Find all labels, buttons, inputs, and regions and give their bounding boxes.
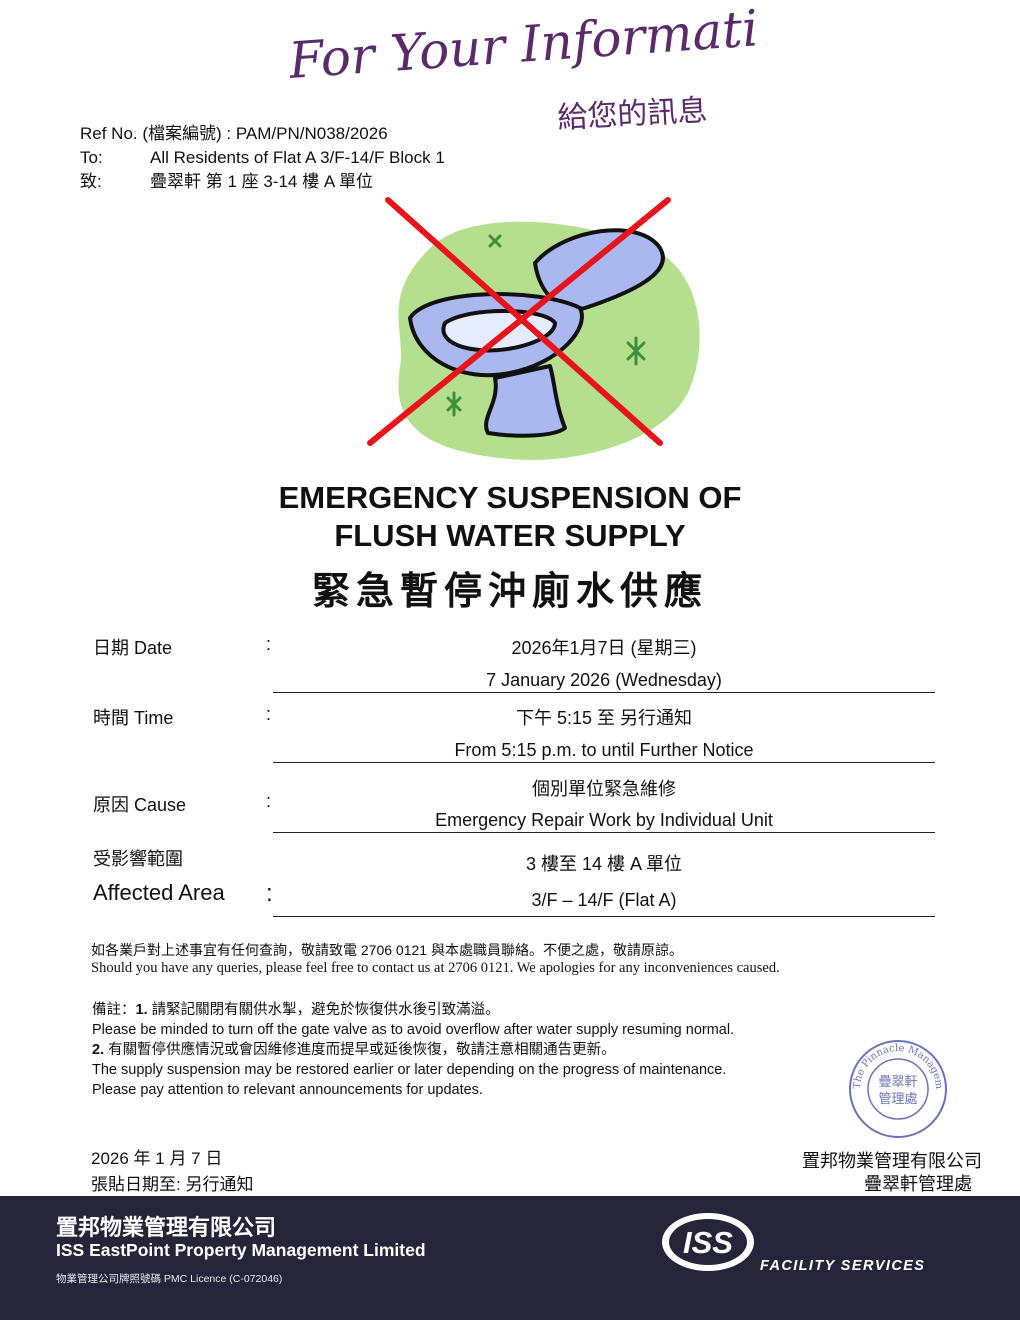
for-your-information-header: For Your Information 給您的訊息 xyxy=(290,8,760,136)
script-title-zh: 給您的訊息 xyxy=(557,93,709,136)
iss-logo: ISS xyxy=(662,1213,754,1271)
time-colon: : xyxy=(266,704,272,724)
note-2-number: 2. xyxy=(92,1042,105,1058)
stamp-center-1: 疊翠軒 xyxy=(878,1074,917,1089)
area-colon: : xyxy=(266,880,273,907)
title-line-1: EMERGENCY SUSPENSION OF xyxy=(278,480,742,515)
date-colon: : xyxy=(266,634,272,654)
cause-colon: : xyxy=(266,791,272,811)
time-en: From 5:15 p.m. to until Further Notice xyxy=(454,740,754,760)
facility-services-label: FACILITY SERVICES xyxy=(760,1258,926,1274)
to-value: All Residents of Flat A 3/F-14/F Block 1 xyxy=(150,148,445,167)
script-title: For Your Information xyxy=(290,8,760,90)
notes-prefix: 備註： xyxy=(92,1002,136,1018)
footer-band: 置邦物業管理有限公司 ISS EastPoint Property Manage… xyxy=(0,1196,1020,1320)
zhi-value: 疊翠軒 第 1 座 3-14 樓 A 單位 xyxy=(150,172,373,191)
signoff-company: 置邦物業管理有限公司 xyxy=(802,1151,982,1171)
date-zh: 2026年1月7日 (星期三) xyxy=(511,638,697,658)
time-label: 時間 Time xyxy=(93,708,174,728)
time-rule xyxy=(273,762,935,763)
to-label: To: xyxy=(80,148,103,167)
title-line-2: FLUSH WATER SUPPLY xyxy=(334,518,686,553)
area-zh: 3 樓至 14 樓 A 單位 xyxy=(525,854,683,874)
posting-until: 張貼日期至: 另行通知 xyxy=(91,1175,254,1194)
cause-rule xyxy=(273,832,935,833)
area-label-en: Affected Area xyxy=(93,880,225,905)
note-1-zh-text: 請緊記關閉有關供水掣，避免於恢復供水後引致滿溢。 xyxy=(147,1002,500,1018)
zhi-label: 致: xyxy=(80,172,102,191)
stamp-center-2: 管理處 xyxy=(878,1091,917,1106)
area-label-zh: 受影響範圍 xyxy=(93,849,183,869)
footer-company-en: ISS EastPoint Property Management Limite… xyxy=(56,1240,426,1260)
date-rule xyxy=(273,692,935,693)
zhi-row: 致: 疊翠軒 第 1 座 3-14 樓 A 單位 xyxy=(80,170,445,194)
note-1-en: Please be minded to turn off the gate va… xyxy=(92,1022,735,1038)
contact-en: Should you have any queries, please feel… xyxy=(91,960,780,976)
note-2-en-2: Please pay attention to relevant announc… xyxy=(92,1082,483,1098)
note-2-zh: 2. 有關暫停供應情況或會因維修進度而提早或延後恢復，敬請注意相關通告更新。 xyxy=(92,1040,734,1060)
area-rule xyxy=(273,916,935,917)
date-en: 7 January 2026 (Wednesday) xyxy=(486,670,722,690)
no-flush-illustration xyxy=(367,197,700,460)
sparkle-icons xyxy=(446,234,646,417)
notice-date: 2026 年 1 月 7 日 xyxy=(91,1149,223,1168)
management-office-stamp: The Pinnacle Management Office 疊翠軒 管理處 xyxy=(846,1037,947,1138)
notes-block: 備註：1. 請緊記關閉有關供水掣，避免於恢復供水後引致滿溢。 Please be… xyxy=(92,1000,734,1100)
to-row: To: All Residents of Flat A 3/F-14/F Blo… xyxy=(80,146,445,170)
time-zh: 下午 5:15 至 另行通知 xyxy=(515,708,693,728)
footer-licence: 物業管理公司牌照號碼 PMC Licence (C-072046) xyxy=(56,1273,283,1285)
note-1-number: 1. xyxy=(135,1002,148,1018)
note-2-en-1: The supply suspension may be restored ea… xyxy=(92,1062,727,1078)
title-zh: 緊急暫停沖廁水供應 xyxy=(311,569,708,613)
iss-logo-text: ISS xyxy=(683,1225,733,1260)
footer-company-zh: 置邦物業管理有限公司 xyxy=(56,1215,277,1240)
ref-no: Ref No. (檔案編號) : PAM/PN/N038/2026 xyxy=(80,124,388,143)
cause-zh: 個別單位緊急維修 xyxy=(532,779,676,799)
signoff-office: 疊翠軒管理處 xyxy=(864,1174,972,1194)
note-2-zh-text: 有關暫停供應情況或會因維修進度而提早或延後恢復，敬請注意相關通告更新。 xyxy=(104,1042,616,1058)
note-1-zh: 備註：1. 請緊記關閉有關供水掣，避免於恢復供水後引致滿溢。 xyxy=(92,1000,734,1020)
red-cross-icon xyxy=(367,197,671,446)
cause-en: Emergency Repair Work by Individual Unit xyxy=(435,810,773,830)
reference-block: Ref No. (檔案編號) : PAM/PN/N038/2026 To: Al… xyxy=(80,122,445,194)
date-label: 日期 Date xyxy=(93,638,173,658)
toilet-icon xyxy=(408,228,665,438)
cause-label: 原因 Cause xyxy=(93,795,187,815)
contact-zh: 如各業戶對上述事宜有任何查詢，敬請致電 2706 0121 與本處職員聯絡。不便… xyxy=(91,942,683,958)
area-en: 3/F – 14/F (Flat A) xyxy=(531,890,677,910)
